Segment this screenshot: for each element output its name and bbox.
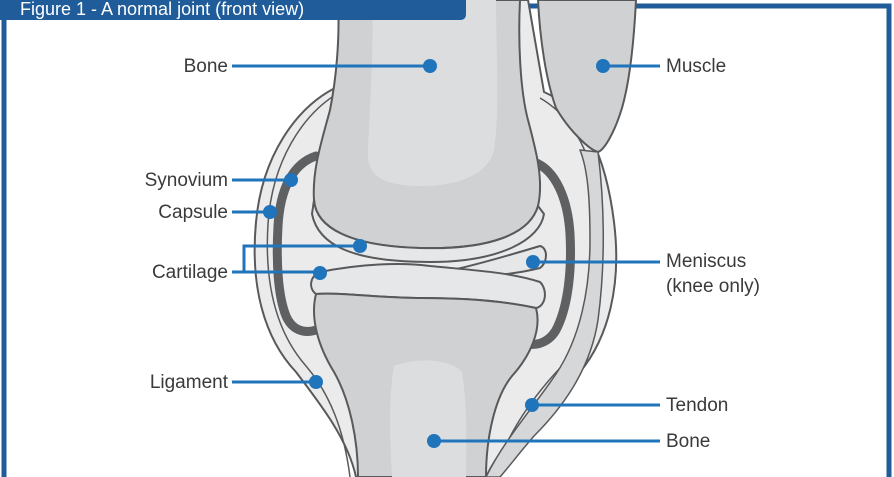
- label-cartilage: Cartilage: [152, 262, 228, 283]
- dot-meniscus: [526, 255, 540, 269]
- figure-title: Figure 1 - A normal joint (front view): [20, 0, 304, 19]
- label-meniscus-note: (knee only): [666, 276, 760, 297]
- dot-cartilage-upper: [353, 239, 367, 253]
- label-meniscus: Meniscus: [666, 251, 746, 272]
- dot-capsule: [263, 205, 277, 219]
- dot-ligament: [309, 375, 323, 389]
- dot-cartilage-lower: [313, 266, 327, 280]
- dot-muscle: [596, 59, 610, 73]
- label-ligament: Ligament: [150, 372, 229, 393]
- label-capsule: Capsule: [158, 202, 228, 223]
- lower-bone-highlight: [390, 360, 466, 477]
- dot-bone-top: [423, 59, 437, 73]
- label-synovium: Synovium: [145, 170, 228, 191]
- label-bone-bottom: Bone: [666, 431, 710, 452]
- upper-bone-highlight: [368, 0, 497, 186]
- dot-bone-bottom: [427, 434, 441, 448]
- label-tendon: Tendon: [666, 395, 728, 416]
- label-bone-top: Bone: [184, 56, 228, 77]
- label-muscle: Muscle: [666, 56, 726, 77]
- figure-title-tab: Figure 1 - A normal joint (front view): [0, 0, 466, 20]
- dot-synovium: [284, 173, 298, 187]
- dot-tendon: [525, 398, 539, 412]
